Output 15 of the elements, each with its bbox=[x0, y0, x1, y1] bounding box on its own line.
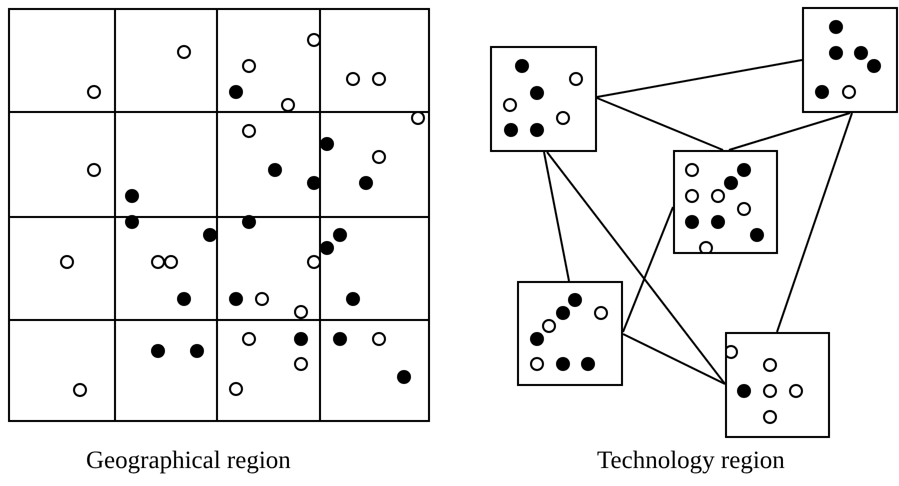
connector-line bbox=[776, 112, 853, 332]
region-box bbox=[725, 332, 830, 438]
connector-line bbox=[622, 333, 726, 385]
connector-line bbox=[546, 151, 726, 385]
connector-line bbox=[622, 206, 674, 332]
connector-line bbox=[728, 112, 850, 151]
caption-label: Geographical region bbox=[86, 447, 291, 475]
connector-line bbox=[596, 97, 724, 151]
region-box bbox=[517, 281, 623, 386]
region-box bbox=[802, 7, 898, 113]
connector-line bbox=[596, 59, 802, 98]
caption-label: Technology region bbox=[597, 447, 785, 475]
region-box bbox=[673, 150, 778, 254]
region-box bbox=[490, 46, 597, 152]
connector-line bbox=[543, 152, 570, 282]
